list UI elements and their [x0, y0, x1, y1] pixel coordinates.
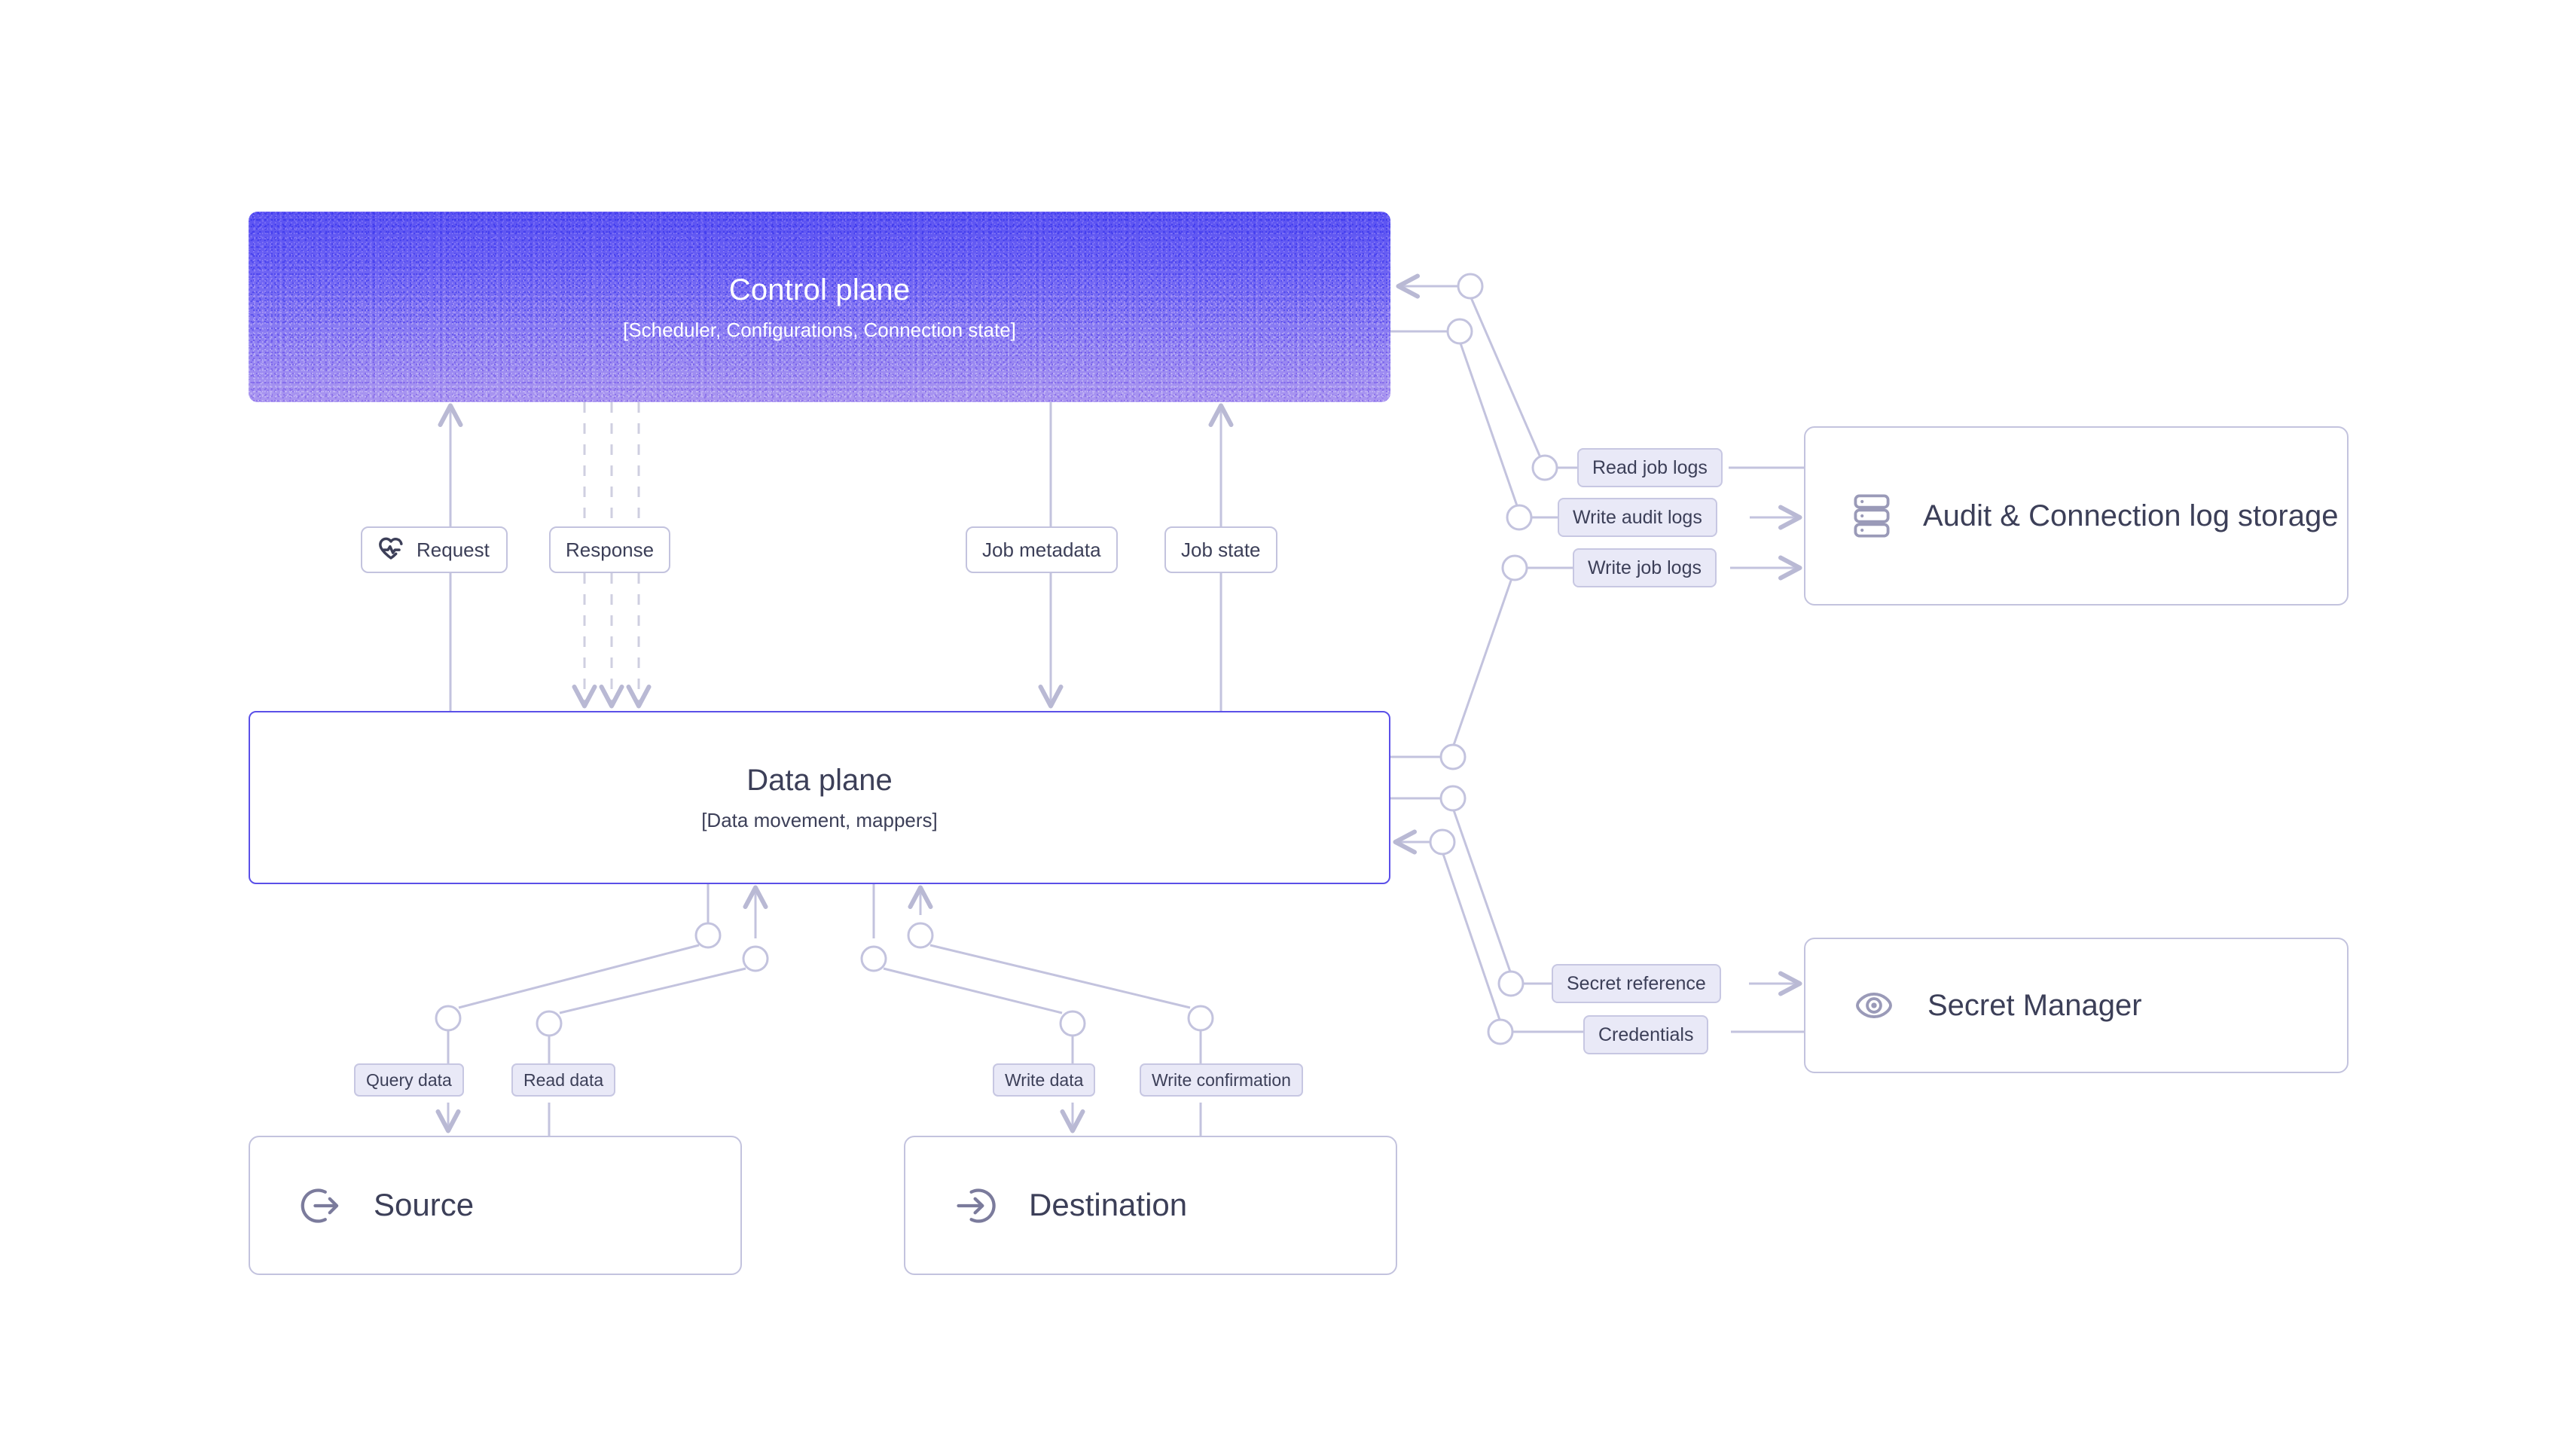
connector-dot-read-data: [536, 1010, 563, 1037]
connector-dot-dp-bottom-2: [742, 945, 769, 972]
wire-dp-to-writejoblogs: [1451, 578, 1513, 748]
database-icon: [1852, 493, 1891, 539]
edge-label-write-confirmation[interactable]: Write confirmation: [1140, 1063, 1303, 1097]
edge-label-job-state-text: Job state: [1181, 538, 1261, 561]
edge-label-write-data-text: Write data: [1005, 1069, 1084, 1090]
connector-dot-write-audit-logs: [1506, 504, 1533, 531]
eye-icon: [1852, 984, 1896, 1027]
wire-cp-to-writeauditlogs: [1458, 340, 1521, 513]
edge-label-write-confirmation-text: Write confirmation: [1152, 1069, 1291, 1090]
edge-label-read-data-text: Read data: [523, 1069, 604, 1090]
edge-label-read-data[interactable]: Read data: [511, 1063, 616, 1097]
edge-label-response-text: Response: [566, 538, 655, 561]
edge-label-write-job-logs-text: Write job logs: [1588, 557, 1702, 578]
connector-dot-write-job-logs: [1501, 554, 1528, 581]
audit-log-storage-label: Audit & Connection log storage: [1923, 499, 2339, 532]
connector-dot-dp-c: [1429, 828, 1456, 856]
connector-dot-dp-bottom-1: [694, 922, 722, 949]
wire-node1-to-query: [458, 944, 700, 1009]
control-plane-texture: [249, 212, 1390, 402]
connector-dot-dp-b: [1439, 785, 1467, 812]
wire-dp-to-credentials: [1441, 851, 1502, 1023]
connector-dot-read-job-logs: [1531, 454, 1558, 481]
destination-label: Destination: [1029, 1187, 1188, 1223]
edge-label-write-job-logs[interactable]: Write job logs: [1573, 548, 1717, 587]
connector-dot-write-data: [1059, 1010, 1086, 1037]
edge-label-write-data[interactable]: Write data: [993, 1063, 1096, 1097]
edge-label-query-data[interactable]: Query data: [354, 1063, 464, 1097]
edge-label-response[interactable]: Response: [549, 526, 671, 573]
control-plane-title: Control plane: [728, 273, 911, 307]
wire-node4-to-conf: [929, 944, 1191, 1009]
edge-label-query-data-text: Query data: [366, 1069, 452, 1090]
control-plane-node[interactable]: Control plane [Scheduler, Configurations…: [249, 212, 1390, 402]
connector-dot-dp-a: [1439, 743, 1467, 770]
connector-dot-credentials: [1487, 1018, 1514, 1045]
edge-label-secret-reference-text: Secret reference: [1567, 972, 1706, 994]
edge-label-write-audit-logs[interactable]: Write audit logs: [1558, 498, 1717, 537]
connector-dot-query-data: [435, 1005, 462, 1032]
wire-dp-to-secretref: [1451, 807, 1512, 975]
edge-label-secret-reference[interactable]: Secret reference: [1552, 964, 1721, 1003]
data-plane-node[interactable]: Data plane [Data movement, mappers]: [249, 711, 1390, 884]
data-plane-title: Data plane: [746, 764, 893, 797]
edge-label-request[interactable]: Request: [361, 526, 508, 573]
arrow-in-circle-icon: [952, 1182, 999, 1229]
secret-manager-node[interactable]: Secret Manager: [1804, 938, 2349, 1073]
destination-node[interactable]: Destination: [904, 1136, 1397, 1275]
arrow-out-circle-icon: [297, 1182, 343, 1229]
wire-node2-to-read: [559, 967, 746, 1014]
edge-label-read-job-logs[interactable]: Read job logs: [1577, 448, 1723, 487]
wire-node3-to-write: [883, 967, 1063, 1014]
connector-dot-dp-bottom-3: [860, 945, 887, 972]
source-node[interactable]: Source: [249, 1136, 742, 1275]
edge-label-write-audit-logs-text: Write audit logs: [1573, 506, 1702, 528]
connector-dot-cp-b: [1446, 318, 1473, 345]
edge-label-read-job-logs-text: Read job logs: [1592, 456, 1708, 478]
secret-manager-label: Secret Manager: [1927, 989, 2142, 1022]
edge-label-credentials-text: Credentials: [1598, 1023, 1694, 1045]
heartbeat-icon: [376, 535, 406, 565]
edge-label-job-state[interactable]: Job state: [1164, 526, 1277, 573]
wire-cp-to-readjoblogs: [1469, 295, 1546, 468]
data-plane-subtitle: [Data movement, mappers]: [701, 809, 938, 831]
control-plane-subtitle: [Scheduler, Configurations, Connection s…: [623, 318, 1016, 341]
connector-dot-dp-bottom-4: [907, 922, 934, 949]
connector-dot-secret-reference: [1497, 970, 1525, 997]
edge-label-job-metadata-text: Job metadata: [982, 538, 1101, 561]
connector-dot-cp-a: [1457, 273, 1484, 300]
source-label: Source: [374, 1187, 475, 1223]
edge-label-request-text: Request: [417, 538, 490, 561]
audit-log-storage-node[interactable]: Audit & Connection log storage: [1804, 426, 2349, 606]
edge-label-job-metadata[interactable]: Job metadata: [966, 526, 1118, 573]
connector-dot-write-confirmation: [1187, 1005, 1214, 1032]
edge-label-credentials[interactable]: Credentials: [1583, 1015, 1709, 1054]
